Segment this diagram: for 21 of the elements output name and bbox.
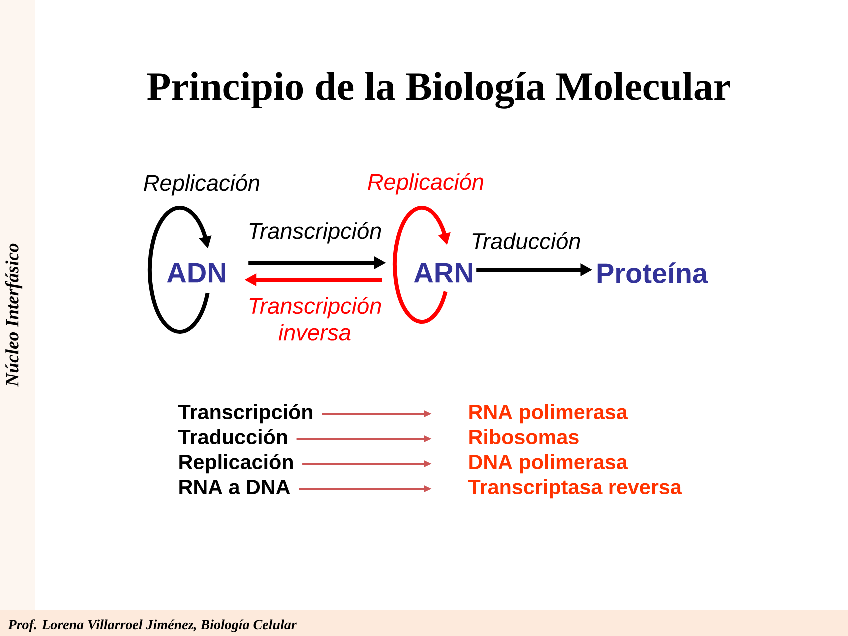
title: Principio de la Biología Molecular: [148, 72, 730, 109]
side-caption: Núcleo Interfásico: [5, 244, 23, 387]
edge-label: Transcripción inversa: [250, 297, 382, 341]
footer-text: Prof. Lorena Villarroel Jiménez, Biología Celular: [8, 620, 297, 632]
enzyme-name: Transcriptasa reversa: [468, 479, 682, 499]
molecule-label: ADN: [167, 263, 226, 283]
enzyme-name: RNA polimerasa: [470, 404, 628, 424]
process-name: Traducción: [178, 429, 288, 445]
process-name: Replicación: [180, 454, 293, 474]
cycle-arrow: [393, 206, 451, 324]
edge-label: Replicación: [368, 173, 484, 195]
cycle-arrow: [148, 206, 212, 334]
molecule-label: ARN: [414, 263, 472, 283]
edge-label: Traducción: [472, 232, 580, 250]
enzyme-name: Ribosomas: [470, 429, 579, 445]
edge-label: Replicación: [144, 174, 260, 196]
molecule-label: Proteína: [598, 262, 708, 284]
process-name: RNA a DNA: [180, 480, 290, 495]
process-name: Transcripción: [178, 404, 312, 424]
edge-label: Transcripción: [250, 222, 382, 244]
enzyme-name: DNA polimerasa: [470, 454, 628, 474]
